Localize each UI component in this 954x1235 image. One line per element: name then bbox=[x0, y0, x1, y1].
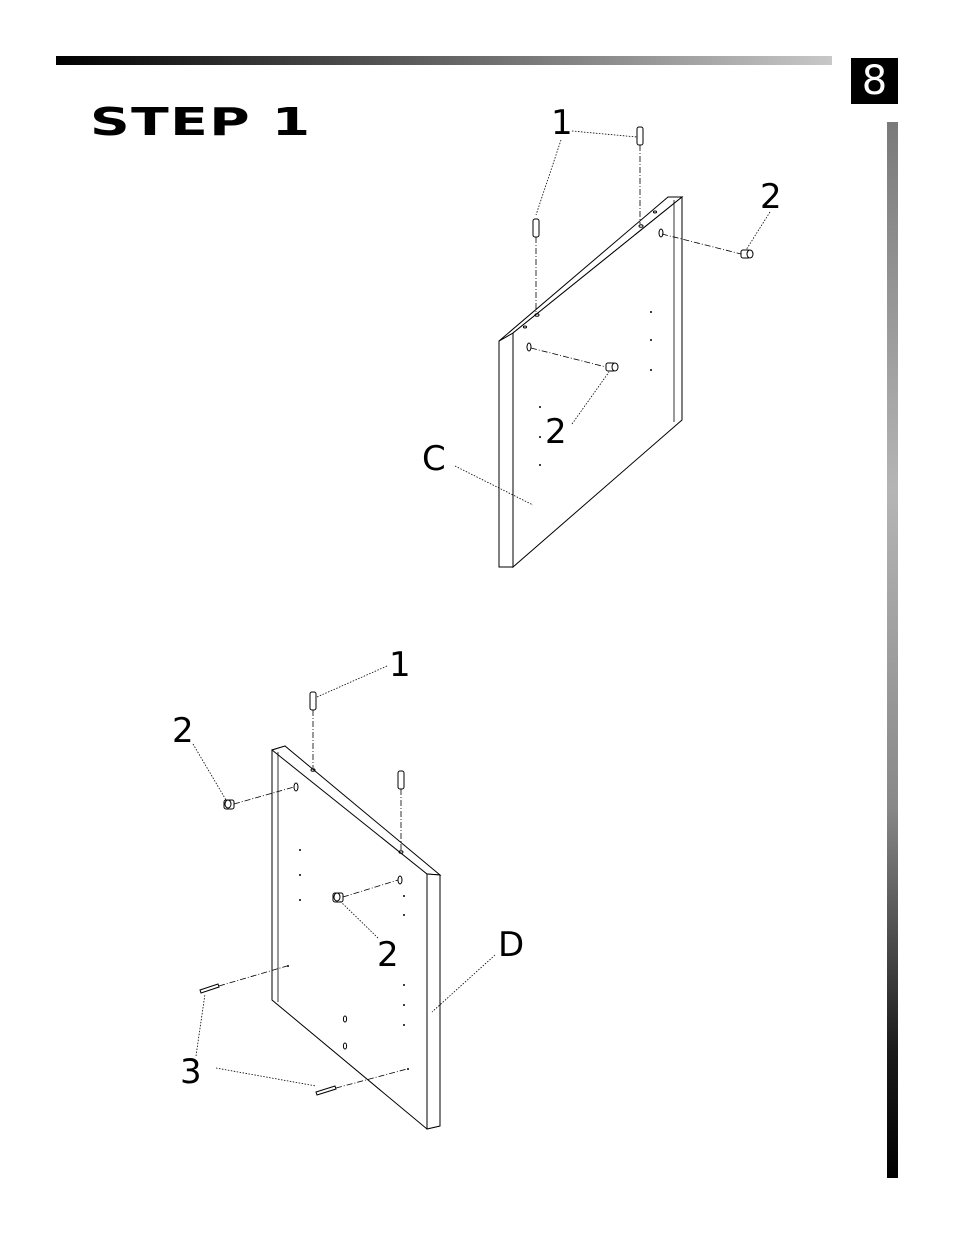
label-panel-d: D bbox=[498, 925, 524, 965]
panel-d-front-edge bbox=[427, 874, 440, 1129]
label-panel-c: C bbox=[422, 439, 446, 479]
upper-dowel-pins bbox=[533, 127, 643, 237]
label-upper-cam-right: 2 bbox=[760, 177, 782, 217]
label-lower-pin: 1 bbox=[389, 645, 411, 685]
panel-d-face bbox=[272, 746, 440, 1129]
panel-c-drawing bbox=[499, 197, 682, 567]
label-lower-cam-center: 2 bbox=[377, 935, 399, 975]
panel-c-face bbox=[513, 197, 682, 567]
label-lower-dowel: 3 bbox=[180, 1052, 202, 1092]
lower-dowel-pins bbox=[310, 692, 404, 789]
panel-c-front-edge bbox=[499, 333, 513, 567]
panel-d-drawing bbox=[272, 746, 440, 1129]
label-upper-cam-front: 2 bbox=[545, 412, 567, 452]
label-lower-cam-left: 2 bbox=[172, 711, 194, 751]
label-upper-pin: 1 bbox=[551, 103, 573, 143]
